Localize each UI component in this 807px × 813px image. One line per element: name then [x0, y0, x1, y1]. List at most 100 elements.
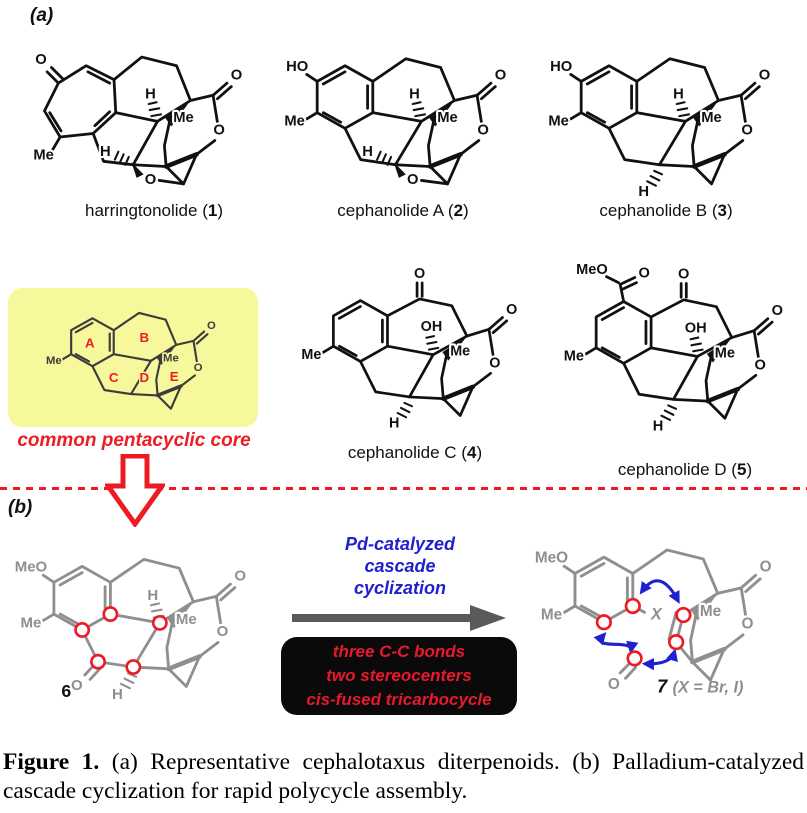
reaction-arrow-shape — [292, 605, 506, 631]
ester-o-label: O — [217, 623, 229, 640]
bond — [465, 327, 491, 338]
h-label: H — [362, 144, 373, 160]
h-label: H — [409, 87, 420, 103]
bold-bond — [163, 152, 199, 169]
stereo-hash — [119, 672, 138, 690]
carbonyl-o-label: O — [207, 320, 216, 332]
methyl-bond — [559, 604, 577, 616]
caption-cephanolide-d: cephanolide D (5) — [617, 460, 753, 479]
bond — [475, 93, 483, 124]
bond-highlight-circle — [624, 597, 641, 615]
bond — [432, 115, 447, 123]
bold-bond — [441, 384, 476, 401]
bridge — [156, 385, 182, 410]
ester-o-label: O — [741, 122, 753, 138]
ester-o-label: O — [477, 122, 489, 138]
bond — [730, 329, 756, 339]
open-ring-b-chain — [631, 548, 720, 617]
panel-b-label: (b) — [8, 497, 33, 518]
ether-o-label: O — [407, 172, 419, 188]
co-o-label: O — [608, 676, 620, 693]
key-outcomes-box: three C-C bonds two stereocenters cis-fu… — [281, 637, 517, 715]
methyl-bond — [319, 344, 335, 356]
ring-e-label: E — [170, 369, 179, 384]
bond — [487, 327, 495, 357]
ring-c — [622, 355, 699, 401]
bond — [752, 329, 760, 359]
bond — [717, 93, 743, 102]
bond — [471, 371, 492, 389]
caption-cephanolide-b: cephanolide B (3) — [599, 201, 733, 220]
lactone-carbonyl — [739, 573, 762, 593]
carbonyl-o-label: O — [495, 68, 507, 84]
ring-a-label: A — [85, 336, 95, 351]
bridge-chain — [704, 355, 713, 403]
bond — [694, 609, 710, 617]
bold-bond — [705, 386, 741, 404]
bond — [198, 640, 220, 658]
caption-cephanolide-a: cephanolide A (2) — [337, 201, 469, 220]
ketone-o-label: O — [678, 266, 689, 282]
panel-a-label: (a) — [30, 5, 54, 26]
methyl-label: Me — [437, 110, 458, 126]
h-label: H — [638, 184, 649, 200]
bond — [736, 373, 758, 391]
bond-highlight-circle — [675, 606, 692, 624]
bond — [672, 397, 710, 403]
condition-line: cascade — [364, 556, 436, 576]
h-label: H — [653, 418, 664, 434]
bond — [175, 339, 195, 346]
bond — [722, 633, 745, 651]
stereo-hash — [411, 101, 426, 118]
phenol-bond — [569, 73, 583, 83]
carbonyl-o-label: O — [506, 302, 517, 318]
methyl-label: Me — [176, 611, 197, 628]
bond — [445, 349, 460, 357]
halide-label: X — [650, 606, 663, 624]
ketone-double-bond — [415, 281, 424, 298]
stereo-hash — [396, 401, 414, 419]
condition-line: Pd-catalyzed — [344, 534, 456, 554]
outcome-line: cis-fused tricarbocycle — [306, 690, 492, 709]
bond — [420, 179, 449, 186]
bond — [191, 595, 218, 604]
methyl-label: Me — [541, 607, 563, 624]
bond — [159, 356, 170, 362]
methyl-label: Me — [564, 349, 584, 365]
ester-o-label: O — [213, 122, 225, 138]
bridge — [441, 385, 475, 417]
bond — [189, 93, 215, 102]
condition-line: cyclization — [353, 578, 447, 598]
section-divider — [0, 487, 807, 490]
bond-highlight-circle — [668, 633, 685, 651]
stereo-hash — [113, 150, 130, 166]
bond — [739, 93, 747, 124]
bold-bond — [166, 654, 202, 672]
bridge-chain — [689, 613, 698, 664]
down-arrow-shape — [105, 454, 165, 527]
bridge-chain — [440, 353, 449, 400]
wedge-to-o — [131, 162, 144, 178]
ring-c — [80, 621, 162, 669]
aromatic-double-bonds — [58, 571, 107, 626]
lactone-carbonyl — [487, 316, 509, 335]
methyl-bond — [302, 111, 319, 122]
aromatic-double-bonds — [585, 70, 633, 124]
methyl-label: Me — [173, 110, 194, 126]
methyl-bond — [581, 346, 598, 357]
tropone-ring — [43, 64, 118, 139]
benzene-ring — [573, 555, 635, 624]
ring-d-label: D — [140, 370, 150, 385]
down-arrow-icon — [105, 454, 165, 527]
lactone-carbonyl — [752, 317, 774, 336]
carbonyl-o-label: O — [231, 68, 243, 84]
aromatic-double-bonds — [321, 70, 369, 124]
bond — [214, 595, 223, 626]
ring-b — [371, 57, 456, 123]
lactone-carbonyl — [475, 81, 497, 101]
